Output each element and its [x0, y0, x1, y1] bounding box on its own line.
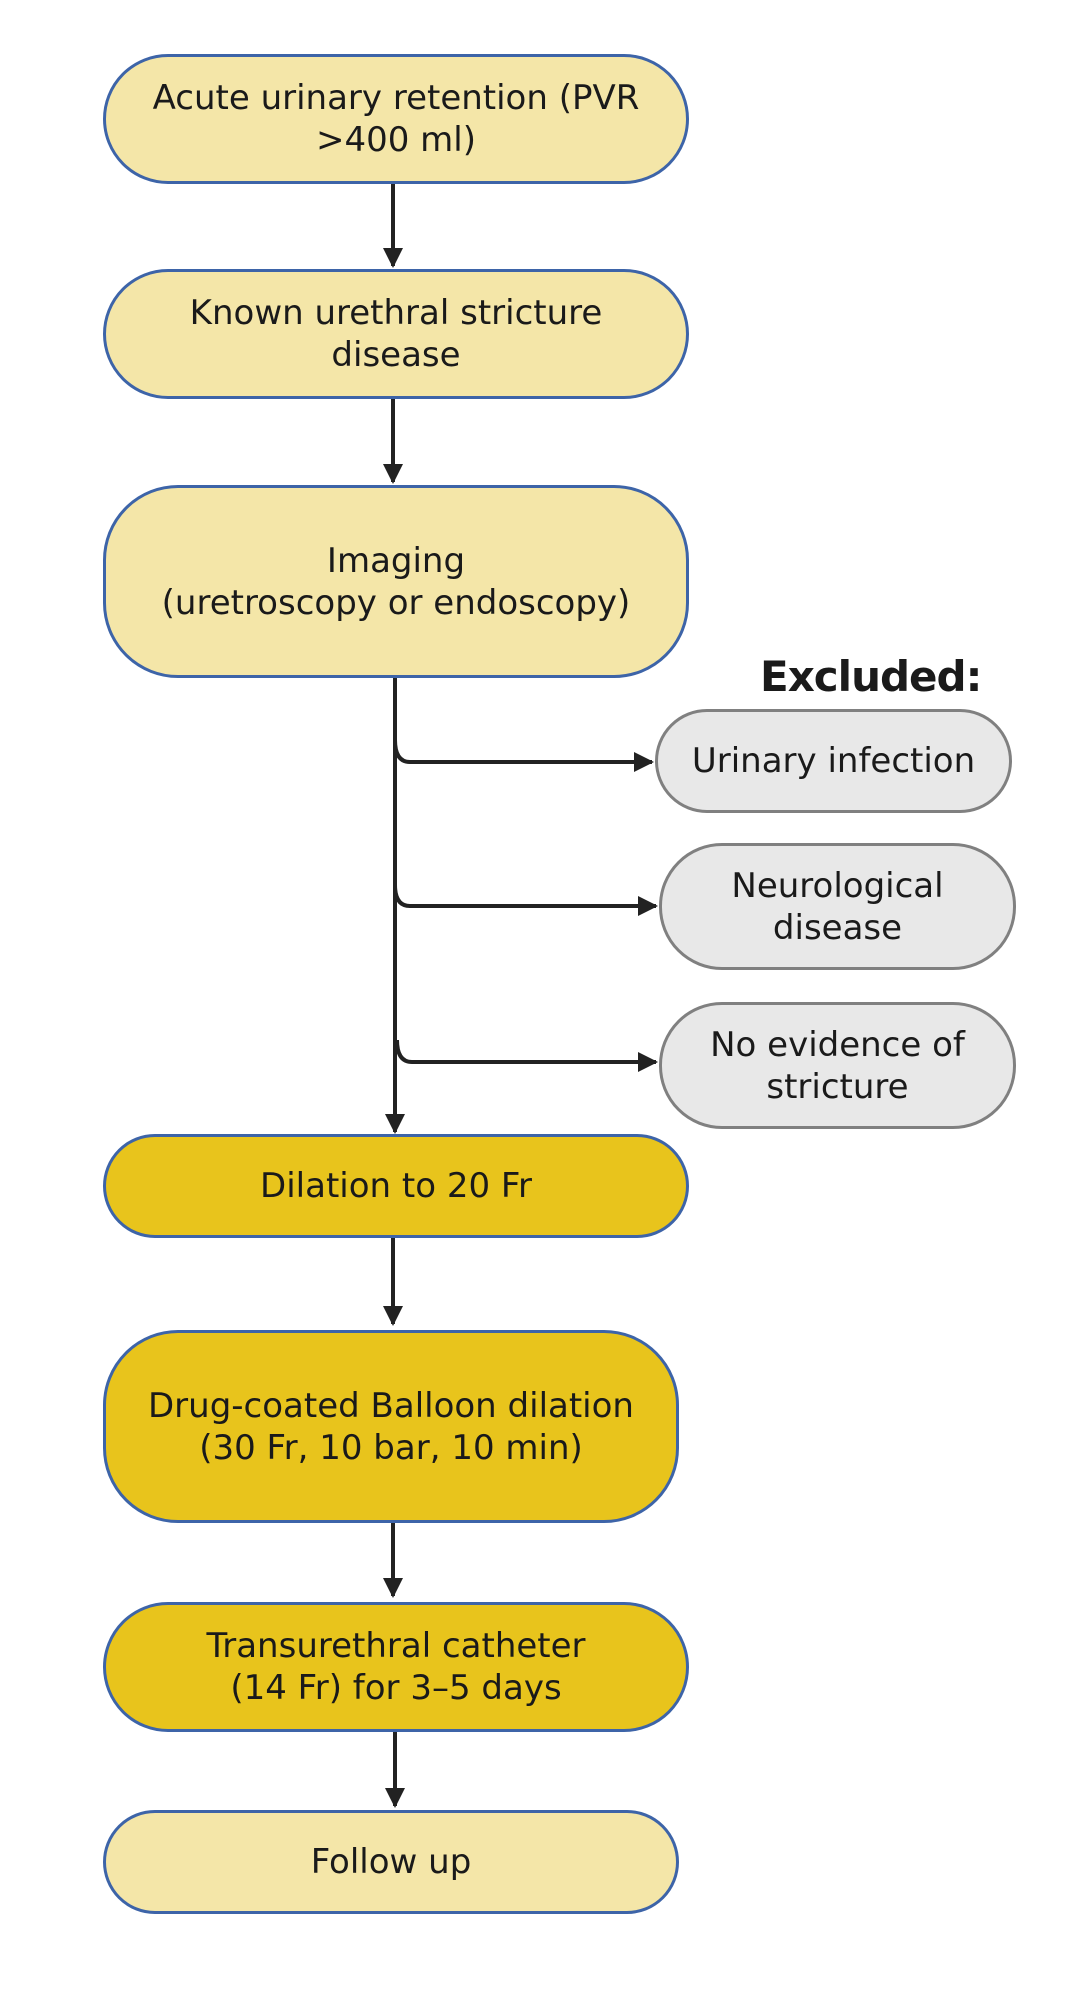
node-known-stricture: Known urethral stricture disease: [103, 269, 689, 399]
node-line: No evidence of: [710, 1024, 965, 1065]
node-line: Follow up: [310, 1842, 472, 1882]
node-line: (30 Fr, 10 bar, 10 min): [199, 1427, 583, 1468]
node-line: >400 ml): [315, 120, 477, 160]
node-dilation: Dilation to 20 Fr: [103, 1134, 689, 1238]
node-line: disease: [331, 335, 461, 375]
node-line: Acute urinary retention (PVR: [152, 78, 640, 118]
node-excluded-no-stricture: No evidence of stricture: [659, 1002, 1016, 1129]
node-balloon-dilation: Drug-coated Balloon dilation (30 Fr, 10 …: [103, 1330, 679, 1523]
node-line: (uretroscopy or endoscopy): [161, 582, 631, 623]
node-line: disease: [772, 907, 903, 948]
arrow-to-urinary-infection: [393, 739, 654, 772]
node-line: Imaging: [326, 540, 466, 581]
node-acute-urinary-retention: Acute urinary retention (PVR >400 ml): [103, 54, 689, 184]
node-line: Known urethral stricture: [189, 293, 603, 333]
node-excluded-neurological-disease: Neurological disease: [659, 843, 1016, 970]
node-excluded-urinary-infection: Urinary infection: [655, 709, 1012, 813]
node-line: (14 Fr) for 3–5 days: [230, 1668, 562, 1708]
node-line: Neurological: [731, 865, 944, 906]
node-line: Transurethral catheter: [206, 1626, 586, 1666]
node-line: Urinary infection: [691, 741, 976, 781]
node-imaging: Imaging (uretroscopy or endoscopy): [103, 485, 689, 678]
node-line: Dilation to 20 Fr: [260, 1166, 532, 1206]
arrow-to-no-stricture: [395, 1039, 658, 1072]
node-transurethral-catheter: Transurethral catheter (14 Fr) for 3–5 d…: [103, 1602, 689, 1732]
node-line: stricture: [766, 1066, 909, 1107]
node-line: Drug-coated Balloon dilation: [148, 1385, 634, 1426]
arrow-to-neurological: [393, 884, 658, 916]
excluded-title: Excluded:: [760, 652, 982, 701]
node-follow-up: Follow up: [103, 1810, 679, 1914]
